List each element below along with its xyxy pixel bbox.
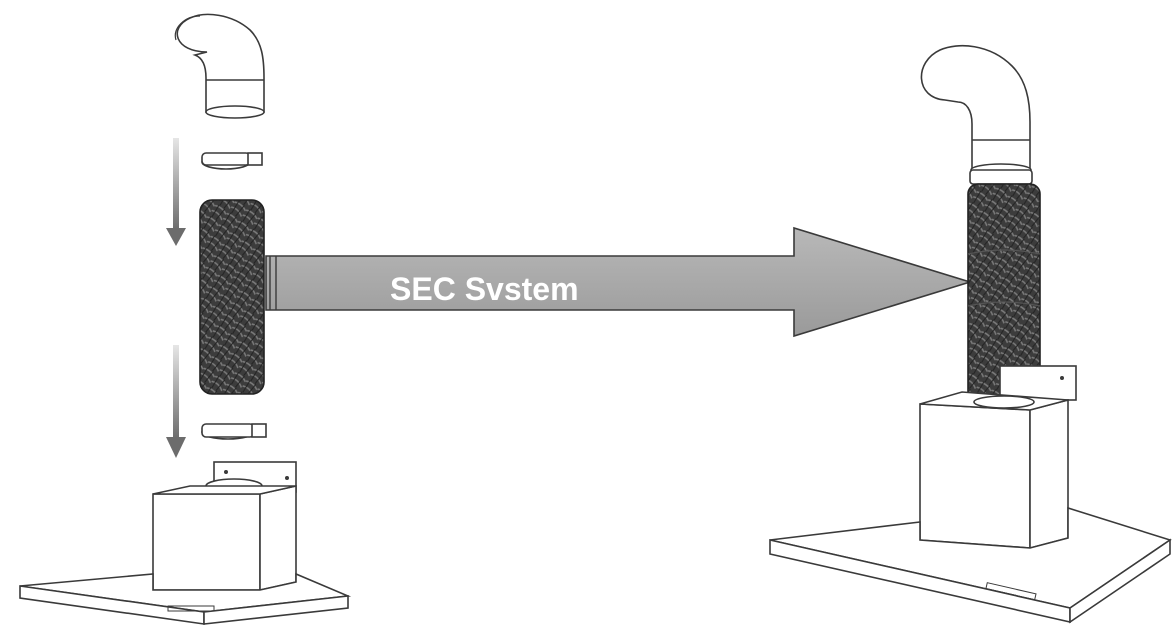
left-bottom-clamp bbox=[201, 423, 267, 440]
left-elbow-pipe bbox=[174, 13, 265, 119]
down-arrow-lower bbox=[166, 345, 186, 458]
exploded-assembly bbox=[19, 13, 352, 625]
assembled-assembly bbox=[769, 44, 1172, 624]
right-elbow-pipe bbox=[920, 44, 1032, 177]
down-arrow-upper bbox=[166, 138, 186, 246]
sec-system-label: SEC Svstem bbox=[390, 271, 579, 307]
right-range-hood bbox=[769, 365, 1172, 624]
left-filter-sleeve bbox=[199, 199, 265, 395]
right-top-clamp bbox=[969, 169, 1033, 185]
left-top-clamp bbox=[201, 152, 263, 170]
sec-system-arrow: SEC Svstem bbox=[265, 226, 973, 338]
left-range-hood bbox=[19, 461, 352, 625]
